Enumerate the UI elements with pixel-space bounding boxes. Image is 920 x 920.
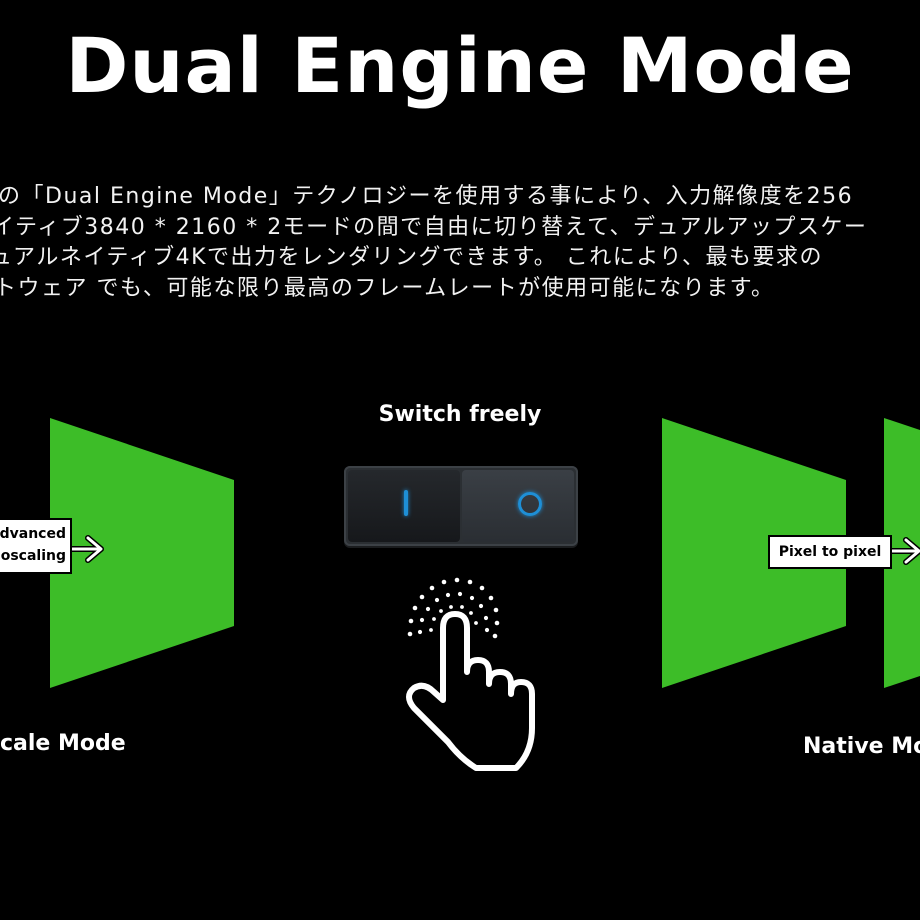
- description-line: イティブ3840 * 2160 * 2モードの間で自由に切り替えて、デュアルアッ…: [0, 214, 868, 240]
- advanced-upscaling-label-line: oscaling: [0, 548, 66, 564]
- native-mode-label: Native Mo: [803, 734, 920, 759]
- advanced-upscaling-label-line: dvanced: [0, 526, 66, 542]
- advanced-upscaling-label: dvanced oscaling: [0, 518, 72, 574]
- description: の「Dual Engine Mode」テクノロジーを使用する事により、入力解像度…: [0, 182, 920, 304]
- upscale-mode-trapezoid: [50, 418, 234, 688]
- pixel-to-pixel-label: Pixel to pixel: [768, 535, 892, 569]
- upscale-mode-label: cale Mode: [0, 731, 126, 756]
- tap-hand-icon: [406, 577, 535, 771]
- arrow-right-icon: [70, 536, 103, 562]
- description-line: ュアルネイティブ4Kで出力をレンダリングできます。 これにより、最も要求の: [0, 245, 823, 270]
- description-line: の「Dual Engine Mode」テクノロジーを使用する事により、入力解像度…: [0, 184, 854, 209]
- native-mode-trapezoid-1: [662, 418, 846, 688]
- arrow-right-icon: [890, 538, 920, 564]
- switch-title: Switch freely: [378, 402, 542, 427]
- power-off-icon: [518, 492, 542, 516]
- rocker-switch[interactable]: [344, 466, 578, 546]
- page-title: Dual Engine Mode: [65, 21, 855, 110]
- description-line: トウェア でも、可能な限り最高のフレームレートが使用可能になります。: [0, 275, 775, 301]
- power-on-icon: [404, 490, 408, 516]
